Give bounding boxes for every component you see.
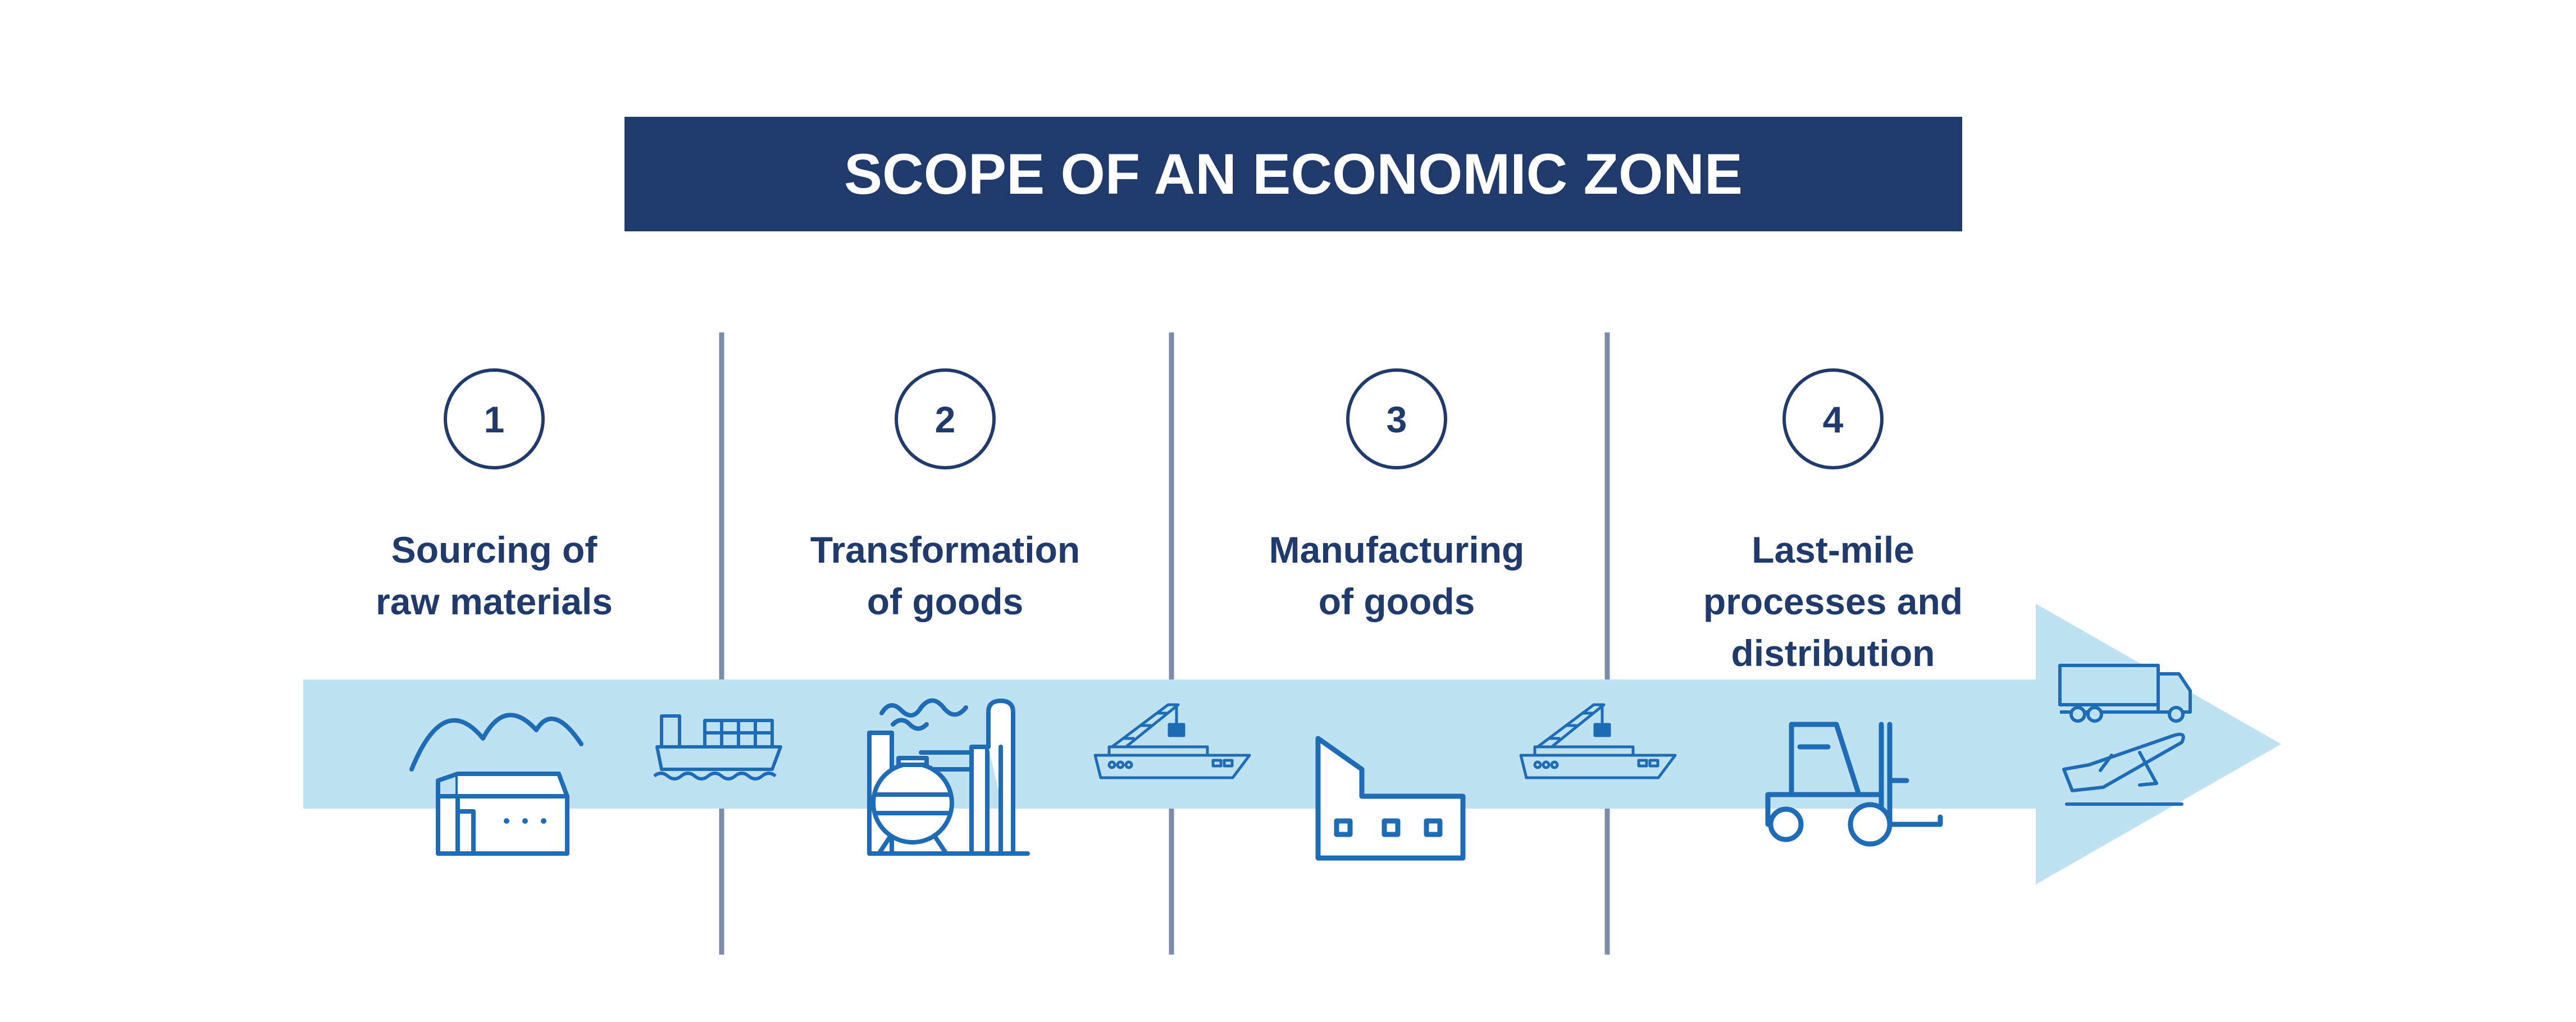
stage-label-line: raw materials [376, 581, 613, 622]
airplane-icon [2062, 732, 2185, 806]
stage-number-circle [895, 368, 996, 469]
stage-label-line: Transformation [810, 529, 1080, 571]
title-background [624, 117, 1962, 231]
stage-number-circle [1346, 368, 1447, 469]
stage-label-line: Last-mile [1752, 529, 1914, 571]
forklift-icon [1765, 722, 1943, 847]
truck-icon [2058, 664, 2192, 723]
stage-label-line: Sourcing of [391, 529, 598, 571]
factory-icon [1315, 736, 1466, 861]
arrow-band [303, 679, 2044, 809]
stage-label-line: processes and [1703, 581, 1963, 622]
title-banner: SCOPE OF AN ECONOMIC ZONE [624, 117, 1962, 231]
stage-label-line: Manufacturing [1269, 529, 1525, 571]
stage-1: 1 Sourcing of raw materials [376, 368, 613, 856]
stage-number: 2 [935, 399, 956, 440]
flow-arrow [303, 604, 2281, 884]
stage-label-line: of goods [867, 581, 1024, 622]
stage-2: 2 Transformation of goods [810, 368, 1080, 856]
crane-ship-icon [1519, 703, 1677, 779]
refinery-icon [867, 698, 1030, 856]
stage-4: 4 Last-mile processes and distribution [1703, 368, 1963, 847]
stage-number-circle [444, 368, 545, 469]
diagram-title: SCOPE OF AN ECONOMIC ZONE [844, 142, 1743, 206]
stage-number: 3 [1387, 399, 1407, 440]
stage-3: 3 Manufacturing of goods [1269, 368, 1525, 861]
stage-label-line: of goods [1319, 581, 1475, 622]
stage-number: 1 [484, 399, 505, 440]
mountains-farm-icon [409, 713, 583, 856]
stage-label-line: distribution [1731, 632, 1935, 674]
container-ship-icon [653, 714, 782, 781]
crane-ship-icon [1093, 703, 1251, 779]
stage-number-circle [1782, 368, 1884, 469]
stage-dividers [719, 332, 1610, 955]
stage-number: 4 [1823, 399, 1844, 440]
arrow-head [2036, 604, 2281, 884]
